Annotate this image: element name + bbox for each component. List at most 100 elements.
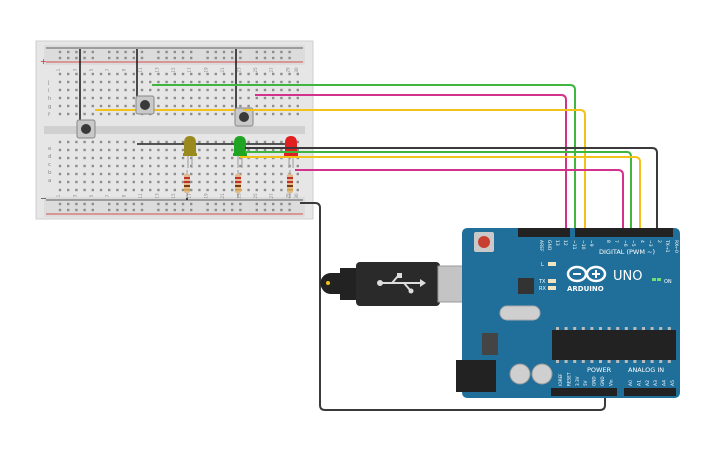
breadboard-hole	[132, 180, 135, 184]
rail-hole	[272, 50, 275, 54]
breadboard-hole	[165, 72, 168, 76]
breadboard-hole	[108, 156, 111, 160]
chip-pin	[556, 360, 559, 363]
digital-pin-label: ~6	[622, 240, 628, 247]
breadboard-hole	[190, 180, 193, 184]
row-label: f	[48, 112, 51, 118]
breadboard-hole	[190, 72, 193, 76]
breadboard-hole	[222, 188, 226, 192]
breadboard-hole	[116, 112, 119, 116]
rail-hole	[124, 56, 127, 60]
column-number: 19	[204, 67, 209, 73]
rail-hole	[222, 202, 226, 206]
breadboard-hole	[255, 172, 258, 176]
breadboard-hole	[116, 148, 119, 152]
breadboard-hole	[165, 164, 168, 168]
rail-hole	[190, 202, 193, 206]
breadboard-hole	[83, 156, 86, 160]
breadboard-hole	[239, 164, 242, 168]
row-label: i	[48, 88, 50, 94]
breadboard-hole	[149, 80, 152, 84]
breadboard-hole	[206, 164, 209, 168]
column-number: 30	[294, 67, 299, 73]
rail-hole	[83, 50, 86, 54]
model-label: UNO	[613, 269, 642, 284]
breadboard-hole	[214, 80, 217, 84]
chip-pin	[667, 360, 671, 363]
breadboard-hole	[190, 104, 193, 108]
chip-pin	[607, 360, 611, 363]
breadboard-hole	[255, 72, 258, 76]
breadboard-hole	[99, 148, 103, 152]
rail-hole	[263, 208, 267, 212]
breadboard-hole	[239, 88, 242, 92]
rail-hole	[231, 208, 234, 212]
breadboard-hole	[91, 72, 94, 76]
breadboard-hole	[255, 164, 258, 168]
breadboard-hole	[124, 188, 127, 192]
rail-hole	[140, 202, 144, 206]
rail-hole	[132, 208, 135, 212]
breadboard-hole	[247, 172, 250, 176]
rail-hole	[239, 202, 242, 206]
digital-label: DIGITAL (PWM ~)	[599, 248, 655, 256]
chip-small	[518, 278, 534, 294]
chip-pin	[616, 360, 620, 363]
breadboard-hole	[255, 180, 258, 184]
breadboard-hole	[231, 96, 234, 100]
pushbuttons	[76, 95, 254, 139]
power-pin-label: RESET	[566, 372, 571, 386]
rail-hole	[181, 202, 185, 206]
breadboard-hole	[255, 104, 258, 108]
breadboard-hole	[263, 172, 267, 176]
breadboard-hole	[165, 112, 168, 116]
chip-pin	[599, 327, 602, 330]
breadboard-hole	[263, 188, 267, 192]
breadboard-hole	[214, 164, 217, 168]
pushbutton[interactable]	[76, 119, 96, 139]
breadboard-hole	[67, 148, 70, 152]
column-number: 1	[56, 194, 61, 197]
breadboard-hole	[157, 96, 160, 100]
capacitor	[509, 363, 531, 385]
breadboard-hole	[214, 172, 217, 176]
rail-hole	[58, 208, 62, 212]
breadboard-hole	[157, 88, 160, 92]
digital-header-right	[575, 228, 673, 237]
breadboard-hole	[99, 80, 103, 84]
row-label: j	[47, 80, 50, 86]
breadboard-hole	[149, 140, 152, 144]
breadboard-hole	[58, 164, 62, 168]
breadboard-hole	[124, 112, 127, 116]
reset-button[interactable]	[478, 236, 490, 248]
breadboard-hole	[288, 104, 291, 108]
column-number: 9	[122, 68, 127, 71]
power-pin-label: GND	[600, 376, 605, 386]
breadboard-hole	[91, 80, 94, 84]
breadboard-hole	[263, 112, 267, 116]
breadboard-hole	[75, 156, 78, 160]
column-number: 5	[89, 194, 94, 197]
rail-hole	[108, 208, 111, 212]
pushbutton[interactable]	[234, 107, 254, 127]
breadboard-hole	[181, 80, 185, 84]
wire-magenta-led	[295, 169, 624, 232]
breadboard-hole	[206, 180, 209, 184]
breadboard-hole	[173, 80, 176, 84]
breadboard-hole	[296, 148, 299, 152]
breadboard-hole	[222, 164, 226, 168]
rail-hole	[255, 202, 258, 206]
breadboard-hole	[108, 180, 111, 184]
digital-pin-label: 12	[562, 240, 568, 246]
breadboard-hole	[239, 96, 242, 100]
pushbutton[interactable]	[135, 95, 155, 115]
column-number: 15	[171, 67, 176, 73]
breadboard-hole	[67, 180, 70, 184]
breadboard-hole	[198, 104, 201, 108]
breadboard-hole	[198, 148, 201, 152]
breadboard-hole	[173, 72, 176, 76]
breadboard-hole	[75, 140, 78, 144]
breadboard-hole	[173, 172, 176, 176]
breadboard-hole	[116, 88, 119, 92]
